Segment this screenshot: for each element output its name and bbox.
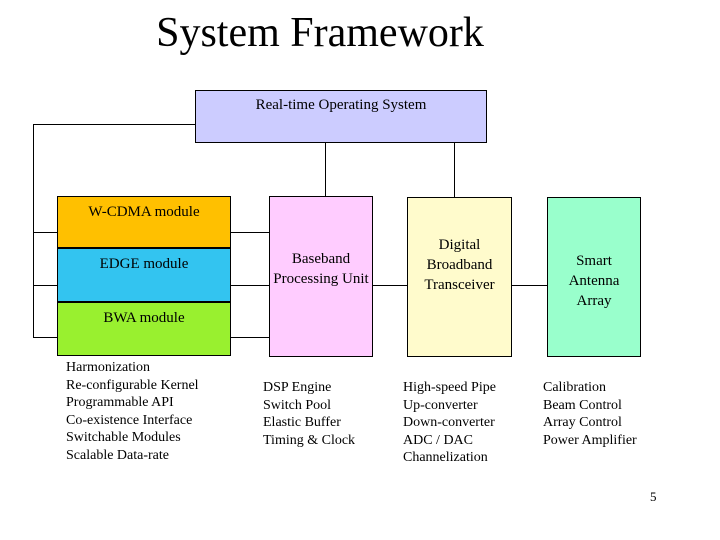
list-item: Digital (438, 237, 481, 253)
connector-wcdma-baseband (231, 232, 269, 233)
list-item: Programmable API (66, 395, 174, 411)
connector-rtos-left (33, 124, 195, 125)
list-item: Switchable Modules (66, 430, 181, 446)
module-box-bwa: BWA module (57, 302, 231, 356)
module-box-edge: EDGE module (57, 248, 231, 302)
connector-trunk-wcdma (33, 232, 57, 233)
list-item: Channelization (403, 450, 488, 466)
connector-rtos-transceiver (454, 143, 455, 197)
list-item: Processing Unit (273, 271, 369, 287)
module-box-wcdma: W-CDMA module (57, 196, 231, 248)
list-item: DSP Engine (263, 380, 332, 395)
page-number: 5 (650, 489, 657, 504)
module-label-edge: EDGE module (99, 256, 189, 272)
list-item: Antenna (568, 273, 620, 289)
list-item: Scalable Data-rate (66, 447, 169, 463)
list-item: Power Amplifier (543, 432, 637, 448)
list-item: Re-configurable Kernel (66, 377, 199, 393)
rtos-label: Real-time Operating System (255, 97, 427, 113)
connector-left-trunk (33, 124, 34, 338)
list-item: Down-converter (403, 415, 495, 431)
slide-title: System Framework (156, 10, 484, 56)
list-item: Broadband (426, 257, 493, 273)
module-label-bwa: BWA module (103, 310, 185, 326)
connector-trunk-edge (33, 285, 57, 286)
list-item: Elastic Buffer (263, 415, 341, 431)
rtos-box: Real-time Operating System (195, 90, 487, 143)
list-item: Up-converter (403, 397, 478, 413)
list-item: Calibration (543, 380, 606, 395)
list-item: Timing & Clock (263, 432, 356, 448)
connector-edge-baseband (231, 285, 269, 286)
connector-trunk-bwa (33, 337, 57, 338)
connector-rtos-baseband (325, 143, 326, 196)
connector-baseband-transceiver (373, 285, 407, 286)
list-item: High-speed Pipe (403, 380, 496, 395)
list-item: Co-existence Interface (66, 412, 193, 428)
connector-bwa-baseband (231, 337, 269, 338)
list-item: Smart (576, 253, 612, 269)
module-label-wcdma: W-CDMA module (88, 204, 200, 220)
list-item: Beam Control (543, 397, 622, 413)
list-item: Baseband (291, 251, 351, 267)
list-item: Array (576, 293, 612, 309)
list-item: Array Control (543, 415, 622, 431)
list-item: Harmonization (66, 360, 150, 375)
list-item: Switch Pool (263, 397, 332, 413)
connector-transceiver-antenna (512, 285, 547, 286)
list-item: ADC / DAC (403, 432, 474, 448)
list-item: Transceiver (424, 277, 495, 293)
